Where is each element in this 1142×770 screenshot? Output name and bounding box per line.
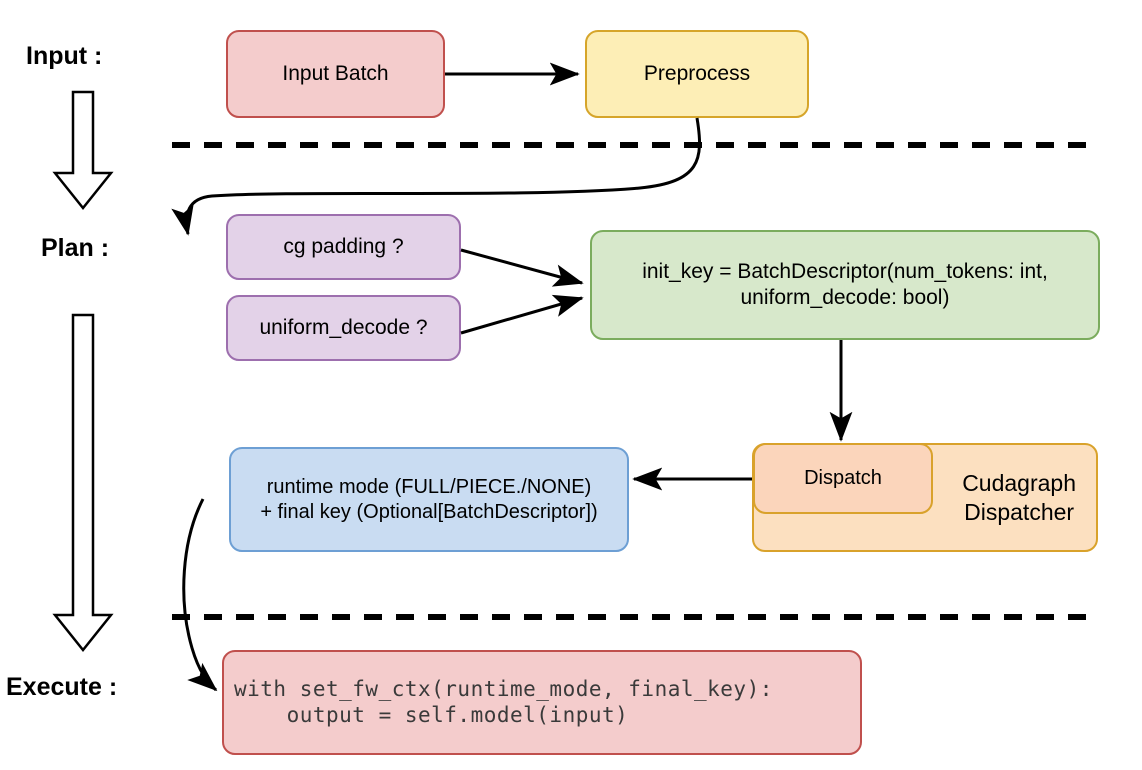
node-runtime-mode-label: runtime mode (FULL/PIECE./NONE) + final …	[260, 476, 598, 523]
node-dispatch-label: Dispatch	[804, 467, 882, 490]
stage-label-input: Input :	[26, 42, 103, 70]
node-code-block[interactable]: with set_fw_ctx(runtime_mode, final_key)…	[222, 650, 862, 755]
stage-label-execute: Execute :	[6, 673, 118, 701]
node-input-batch[interactable]: Input Batch	[226, 30, 445, 118]
node-runtime-mode[interactable]: runtime mode (FULL/PIECE./NONE) + final …	[229, 447, 629, 552]
node-dispatch[interactable]: Dispatch	[753, 443, 933, 514]
input-to-plan-arrow	[52, 90, 114, 211]
node-cg-padding-label: cg padding ?	[283, 235, 404, 259]
edge-cg-padding-to-init-key	[460, 248, 584, 287]
node-uniform-decode-label: uniform_decode ?	[259, 316, 428, 340]
node-input-batch-label: Input Batch	[282, 62, 389, 86]
node-init-key-label: init_key = BatchDescriptor(num_tokens: i…	[642, 260, 1048, 309]
node-code-block-text: with set_fw_ctx(runtime_mode, final_key)…	[234, 676, 773, 727]
node-preprocess-label: Preprocess	[643, 62, 751, 86]
node-preprocess[interactable]: Preprocess	[585, 30, 809, 118]
node-cudagraph-dispatcher-label: Cudagraph Dispatcher	[962, 470, 1076, 525]
node-cg-padding[interactable]: cg padding ?	[226, 214, 461, 280]
edge-uniform-decode-to-init-key	[460, 294, 584, 335]
edge-runtime-mode-to-code-block	[182, 498, 218, 692]
node-init-key[interactable]: init_key = BatchDescriptor(num_tokens: i…	[590, 230, 1100, 340]
stage-label-plan: Plan :	[41, 234, 110, 262]
plan-to-execute-arrow	[52, 313, 114, 653]
node-uniform-decode[interactable]: uniform_decode ?	[226, 295, 461, 361]
